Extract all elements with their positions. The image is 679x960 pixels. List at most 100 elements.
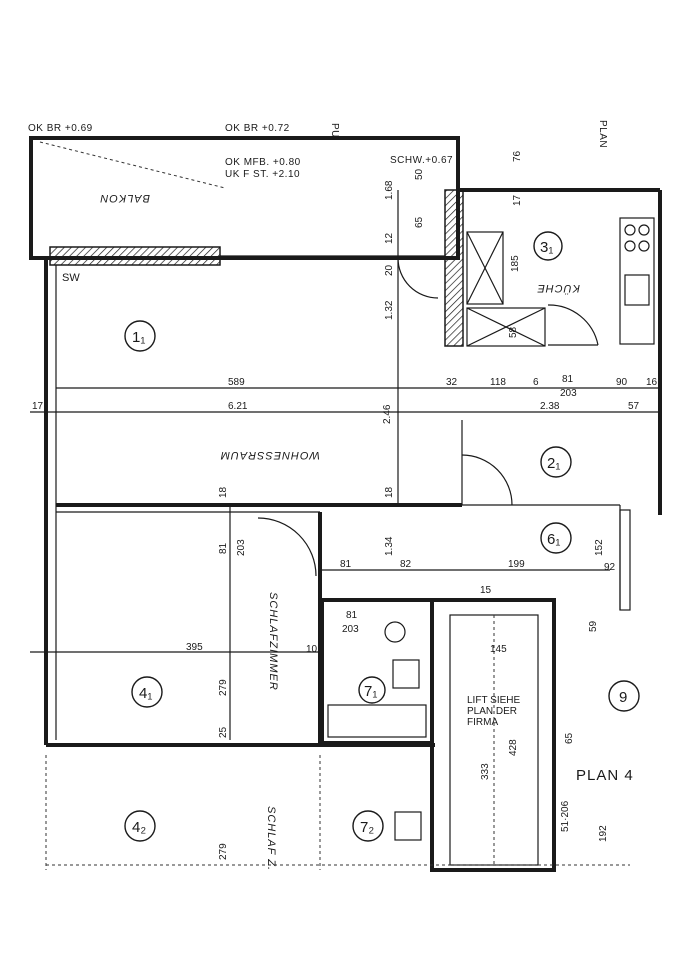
- dim-199: 199: [508, 559, 525, 570]
- dim-81-bedroom: 81: [218, 542, 229, 554]
- dim-92: 92: [604, 562, 616, 573]
- note-lift-2: PLAN DER: [467, 706, 517, 717]
- dim-203-bedroom: 203: [236, 539, 247, 556]
- dim-395: 395: [186, 642, 203, 653]
- balkon-parapet: [49, 246, 221, 266]
- dim-15: 15: [480, 585, 492, 596]
- level-ok-br-left: OK BR +0.69: [28, 123, 93, 134]
- stove-burner-1: [624, 224, 636, 236]
- dim-65-lift: 65: [564, 732, 575, 744]
- room-number-4: 4₁: [139, 685, 152, 702]
- kueche-room: KÜCHE 3₁: [444, 189, 655, 347]
- room-label-schlafz: SCHLAF Z.: [265, 806, 277, 871]
- room-number-2-circle: [540, 446, 572, 478]
- dim-18-left: 18: [218, 486, 229, 498]
- dim-20: 20: [384, 264, 395, 276]
- plan-label: PLAN 4: [576, 767, 634, 784]
- kitchen-wall-hatch: [444, 189, 464, 347]
- room-number-4b: 4₂: [132, 819, 146, 836]
- dim-59: 59: [588, 620, 599, 632]
- kitchen-sink: [624, 274, 650, 306]
- room-number-6: 6₁: [547, 531, 560, 548]
- dim-203-kitchen: 203: [560, 388, 577, 399]
- room-number-1-circle: [124, 320, 156, 352]
- living-door-swing: [397, 257, 439, 299]
- dim-25: 25: [218, 726, 229, 738]
- dim-51-206: 51·206: [560, 800, 571, 832]
- room-number-7: 7₁: [364, 683, 377, 700]
- dim-18-right: 18: [384, 486, 395, 498]
- level-ok-mfb: OK MFB. +0.80: [225, 157, 301, 168]
- room-label-wohnessraum: WOHNESSRAUM: [220, 449, 320, 461]
- dim-32: 32: [446, 377, 458, 388]
- bedroom-door-swing: [257, 517, 317, 577]
- label-sw: SW: [62, 272, 80, 284]
- flur-room: 2₁: [461, 420, 572, 506]
- dim-145: 145: [490, 644, 507, 655]
- dim-16: 16: [646, 377, 658, 388]
- room-number-7b: 7₂: [360, 819, 374, 836]
- room-number-7b-circle: [352, 810, 384, 842]
- plan-reference-top: PLAN: [597, 120, 608, 148]
- neighbour-washbasin: [394, 811, 422, 841]
- lift-shaft-outline: [430, 598, 556, 872]
- dim-589: 589: [228, 377, 245, 388]
- room-number-7-circle: [358, 676, 386, 704]
- dim-279-lower: 279: [218, 843, 229, 860]
- room-number-3-circle: [533, 231, 563, 261]
- dim-58: 58: [508, 326, 519, 338]
- room-number-4b-circle: [124, 810, 156, 842]
- dim-621: 6.21: [228, 401, 248, 412]
- bathroom-toilet: [392, 659, 420, 689]
- room-label-balkon: BALKON: [99, 192, 150, 204]
- bathroom-tub: [327, 704, 427, 738]
- neighbour-floor: 4₂ 7₂ SCHLAF Z.: [45, 755, 630, 871]
- dim-203-bath: 203: [342, 624, 359, 635]
- balkon-diagonal: [39, 141, 226, 189]
- wohnessraum-room: SW 1₁ WOHNESSRAUM: [30, 190, 660, 507]
- room-number-3: 3₁: [540, 239, 553, 256]
- hall-door-swing: [461, 454, 513, 506]
- room-number-2: 2₁: [547, 455, 560, 472]
- room-label-kueche: KÜCHE: [536, 282, 580, 294]
- bad-room: 7₁: [320, 598, 434, 745]
- lift-core: LIFT SIEHE PLAN DER FIRMA 9 PLAN 4: [430, 598, 640, 872]
- schlafzimmer-room: 4₁ SCHLAFZIMMER: [30, 505, 322, 745]
- dim-333: 333: [480, 763, 491, 780]
- dim-81-bath: 81: [346, 610, 358, 621]
- bathroom-outline: [320, 598, 434, 745]
- dim-90: 90: [616, 377, 628, 388]
- dim-81-kitchen: 81: [562, 374, 574, 385]
- dim-81-hall: 81: [340, 559, 352, 570]
- dim-82: 82: [400, 559, 412, 570]
- dim-12: 12: [384, 232, 395, 244]
- level-ok-br-mid: OK BR +0.72: [225, 123, 290, 134]
- kitchen-cabinet-upper: [466, 231, 504, 305]
- level-schw: SCHW.+0.67: [390, 155, 453, 166]
- dim-152: 152: [594, 539, 605, 556]
- room-number-6-circle: [540, 522, 572, 554]
- dim-246: 2.46: [382, 404, 393, 424]
- kitchen-cabinet-lower: [466, 307, 546, 347]
- label-pu: PU: [329, 123, 340, 138]
- dim-76: 76: [512, 150, 523, 162]
- kitchen-counter: [619, 217, 655, 345]
- dim-279: 279: [218, 679, 229, 696]
- stove-burner-2: [638, 224, 650, 236]
- room-number-9-circle: [608, 680, 640, 712]
- dim-238: 2.38: [540, 401, 560, 412]
- dim-65: 65: [414, 216, 425, 228]
- stove-burner-4: [638, 240, 650, 252]
- dim-428: 428: [508, 739, 519, 756]
- kitchen-door-swing: [547, 304, 599, 346]
- note-lift-3: FIRMA: [467, 717, 498, 728]
- dim-17: 17: [32, 401, 44, 412]
- dim-17-top: 17: [512, 194, 523, 206]
- header-annotations: OK BR +0.69 OK BR +0.72 OK MFB. +0.80 UK…: [28, 120, 608, 180]
- cabinet-cross-2: [466, 231, 504, 305]
- room-label-schlafzimmer: SCHLAFZIMMER: [267, 592, 279, 691]
- note-lift-1: LIFT SIEHE: [467, 695, 520, 706]
- dimension-labels: 589 6.21 17 2.46 2.38 57 32 118 6 81 203…: [32, 150, 658, 860]
- dim-6: 6: [533, 377, 539, 388]
